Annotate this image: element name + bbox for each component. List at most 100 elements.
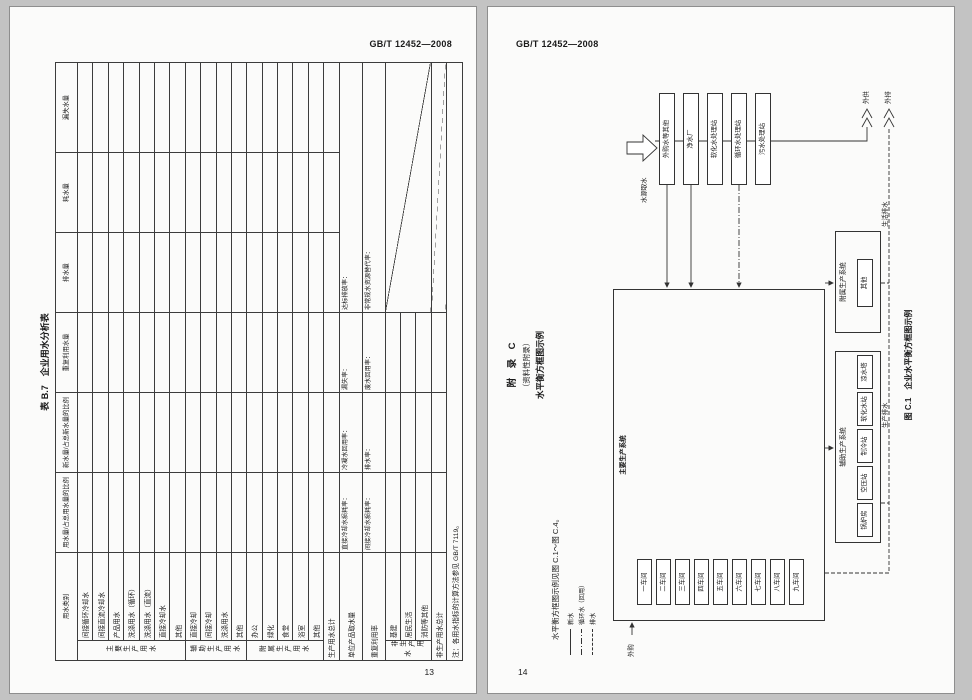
row-label: 食堂 (277, 552, 293, 641)
table-cell-empty (169, 312, 186, 393)
legend-label: 循环水（回用） (579, 581, 586, 625)
table-cell-empty (231, 392, 247, 473)
table-title: 表 B.7 企业用水分析表 (40, 313, 50, 411)
group-label: 附属生产用水 (246, 640, 324, 661)
page-number: 13 (424, 667, 434, 677)
column-header: 漏失水量 (55, 62, 78, 153)
group-label: 主要生产用水 (77, 640, 186, 661)
table-cell-empty (108, 392, 124, 473)
table-cell-empty (277, 472, 293, 553)
row-label: 其他 (169, 552, 186, 641)
production-drain-label: 生产排水 (882, 402, 889, 428)
supply-out-label: 外供 (863, 91, 870, 104)
table-cell-empty (200, 472, 217, 553)
attached-system-label: 附属生产系统 (840, 262, 847, 302)
table-cell-empty (216, 152, 232, 233)
table-cell-empty (246, 152, 263, 233)
table-cell-empty (308, 62, 324, 153)
total-row-label: 重复利用率 (362, 552, 386, 661)
table-cell-empty (308, 152, 324, 233)
table-cell-empty (292, 312, 309, 393)
table-cell-empty (431, 392, 447, 473)
table-cell-empty (308, 312, 324, 393)
table-cell-empty (262, 62, 278, 153)
table-cell-empty (108, 232, 124, 313)
row-label: 洗涤用水（循环） (123, 552, 140, 641)
table-cell-empty (277, 392, 293, 473)
table-cell-empty (262, 312, 278, 393)
table-cell-empty (400, 472, 416, 553)
standard-number: GB/T 12452—2008 (516, 39, 599, 49)
table-cell-empty (92, 472, 109, 553)
main-system-label: 主要生产系统 (620, 435, 627, 475)
table-cell-empty (139, 472, 155, 553)
table-cell-empty (323, 62, 340, 153)
station-box: 净水厂 (683, 93, 699, 185)
row-label: 浴室 (292, 552, 309, 641)
table-cell-empty (231, 62, 247, 153)
appendix-body-text: 水平衡方框图示例见图 C.1～图 C.4。 (551, 514, 560, 640)
table-cell-empty (169, 472, 186, 553)
table-cell-empty (216, 392, 232, 473)
appendix-subtitle: （资料性附录） (522, 338, 531, 392)
row-label: 其他 (231, 552, 247, 641)
table-cell-empty (139, 62, 155, 153)
table-cell-empty (169, 232, 186, 313)
table-cell-empty (200, 312, 217, 393)
table-cell-empty (323, 232, 340, 313)
table-cell-empty (216, 312, 232, 393)
table-cell-empty (323, 392, 340, 473)
total-row-label: 非生产用水总计 (431, 552, 447, 661)
legend-item: 循环水（回用） (576, 582, 587, 655)
table-cell-empty (385, 392, 401, 473)
legend-label: 排水 (590, 612, 597, 625)
row-label: 其他 (308, 552, 324, 641)
intake-arrow (626, 133, 658, 163)
table-cell-empty (77, 152, 93, 233)
table-cell-empty (123, 152, 140, 233)
table-cell-empty (262, 392, 278, 473)
station-box: 软化水处理站 (707, 93, 723, 185)
table-cell-empty (185, 312, 201, 393)
table-cell-empty (292, 232, 309, 313)
table-cell-empty (169, 392, 186, 473)
workshop-box: 二车间 (656, 559, 671, 605)
table-cell-empty (323, 152, 340, 233)
table-cell-empty (277, 312, 293, 393)
table-cell-empty (139, 312, 155, 393)
table-header-row: 用水类别 用水量/占总用水量的比例 新水量/占总新水量的比例 重复利用水量 排水… (55, 62, 78, 661)
table-cell-empty (123, 392, 140, 473)
workshop-box: 五车间 (713, 559, 728, 605)
legend-label: 新水 (568, 612, 575, 625)
table-cell-empty (385, 472, 401, 553)
table-cell-empty (200, 62, 217, 153)
row-label: 间接循环冷却水 (77, 552, 93, 641)
aux-unit-box: 凉水塔 (857, 355, 873, 389)
domestic-drain-label: 生活排水 (882, 201, 889, 227)
table-cell-empty (108, 62, 124, 153)
total-row-label: 单位产品取水量 (339, 552, 363, 661)
standard-number: GB/T 12452—2008 (369, 39, 452, 49)
flow-lines (626, 108, 895, 635)
table-cell-empty (77, 62, 93, 153)
table-cell-empty (185, 232, 201, 313)
table-cell-empty (139, 392, 155, 473)
workshop-box: 一车间 (637, 559, 652, 605)
station-box: 外购水等其他 (659, 93, 675, 185)
row-label: 绿化 (262, 552, 278, 641)
row-label: 办公 (246, 552, 263, 641)
aux-system-label: 辅助生产系统 (840, 427, 847, 467)
table-cell-empty (92, 62, 109, 153)
table-cell-empty (216, 232, 232, 313)
column-header: 耗水量 (55, 152, 78, 233)
table-cell-empty (308, 232, 324, 313)
table-cell-empty (246, 62, 263, 153)
group-label: 辅助生产用水 (185, 640, 247, 661)
table-cell-empty (77, 312, 93, 393)
table-cell-empty (92, 152, 109, 233)
row-label: 直接冷却水 (154, 552, 170, 641)
table-cell-empty (385, 312, 401, 393)
attached-unit-box: 其他 (857, 259, 873, 307)
table-cell-empty (292, 152, 309, 233)
